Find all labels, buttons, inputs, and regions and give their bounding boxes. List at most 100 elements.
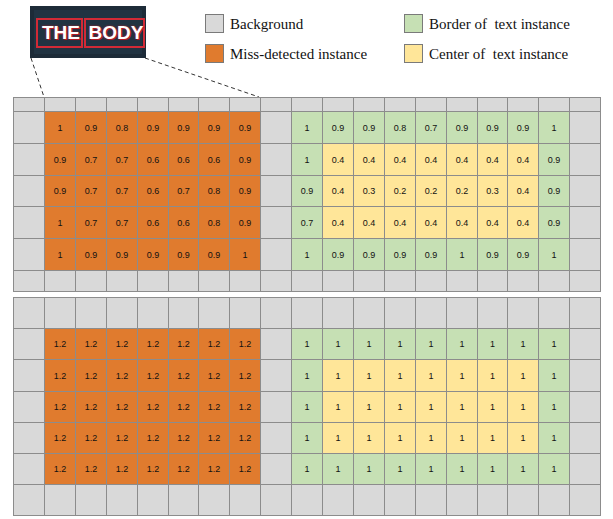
background-cell xyxy=(569,359,601,392)
cell-value: 0.4 xyxy=(456,218,469,228)
value-cell: 0.7 xyxy=(291,206,323,239)
background-cell xyxy=(13,206,45,239)
value-cell: 1.2 xyxy=(168,453,199,485)
background-cell xyxy=(569,297,601,329)
cell-value: 0.4 xyxy=(363,218,376,228)
legend-swatch xyxy=(404,14,423,33)
value-cell: 0.7 xyxy=(106,175,138,207)
value-cell: 1 xyxy=(446,453,478,485)
text-box xyxy=(37,19,82,47)
cell-value: 0.9 xyxy=(116,250,129,260)
value-cell: 0.2 xyxy=(384,175,416,207)
background-cell xyxy=(13,391,45,423)
value-cell: 1.2 xyxy=(44,453,76,485)
value-cell: 1 xyxy=(44,206,76,239)
background-cell xyxy=(229,97,261,112)
background-cell xyxy=(198,297,230,329)
cell-value: 0.9 xyxy=(301,186,314,196)
cell-value: 0.9 xyxy=(517,250,530,260)
cell-value: 0.9 xyxy=(548,155,561,165)
cell-value: 1.2 xyxy=(147,433,160,443)
value-cell: 1 xyxy=(44,111,76,144)
cell-value: 0.3 xyxy=(486,186,499,196)
cell-value: 1.2 xyxy=(177,464,190,474)
cell-value: 0.9 xyxy=(147,250,160,260)
cell-value: 1.2 xyxy=(239,433,252,443)
cell-value: 0.4 xyxy=(394,218,407,228)
cell-value: 1 xyxy=(242,250,247,260)
cell-value: 0.9 xyxy=(548,186,561,196)
value-cell: 0.9 xyxy=(168,238,199,271)
cell-value: 0.7 xyxy=(116,218,129,228)
cell-value: 1.2 xyxy=(116,402,129,412)
value-cell: 1.2 xyxy=(44,391,76,423)
value-cell: 1 xyxy=(538,453,570,485)
value-cell: 0.4 xyxy=(322,175,354,207)
value-cell: 1.2 xyxy=(75,359,107,392)
cell-value: 1 xyxy=(428,371,433,381)
cell-value: 0.8 xyxy=(208,218,221,228)
cell-value: 1 xyxy=(490,464,495,474)
value-cell: 0.8 xyxy=(384,111,416,144)
cell-value: 1 xyxy=(551,371,556,381)
background-cell xyxy=(198,484,230,516)
value-cell: 1 xyxy=(507,422,539,454)
value-cell: 0.4 xyxy=(353,143,385,176)
cell-value: 1.2 xyxy=(147,339,160,349)
cell-value: 0.2 xyxy=(394,186,407,196)
background-cell xyxy=(137,270,169,292)
zoom-line xyxy=(145,58,259,97)
cell-value: 0.6 xyxy=(177,218,190,228)
cell-value: 0.4 xyxy=(332,186,345,196)
cell-value: 1 xyxy=(490,371,495,381)
background-cell xyxy=(13,328,45,360)
value-cell: 0.6 xyxy=(137,206,169,239)
background-cell xyxy=(44,270,76,292)
cell-value: 1 xyxy=(520,402,525,412)
text-box xyxy=(85,19,144,47)
background-cell xyxy=(44,484,76,516)
cell-value: 1 xyxy=(428,402,433,412)
cell-value: 0.4 xyxy=(363,155,376,165)
cell-value: 1.2 xyxy=(54,402,67,412)
background-cell xyxy=(415,297,447,329)
background-cell xyxy=(260,422,292,454)
value-cell: 0.7 xyxy=(75,175,107,207)
value-cell: 1.2 xyxy=(106,453,138,485)
value-cell: 1.2 xyxy=(75,453,107,485)
background-cell xyxy=(538,97,570,112)
cell-value: 1 xyxy=(490,339,495,349)
value-cell: 1 xyxy=(538,238,570,271)
value-cell: 0.7 xyxy=(75,206,107,239)
value-cell: 1.2 xyxy=(106,391,138,423)
background-cell xyxy=(260,175,292,207)
value-cell: 0.6 xyxy=(137,143,169,176)
value-cell: 1 xyxy=(384,328,416,360)
value-cell: 1 xyxy=(538,422,570,454)
cell-value: 0.9 xyxy=(54,186,67,196)
cell-value: 1 xyxy=(551,433,556,443)
cell-value: 0.4 xyxy=(486,155,499,165)
cell-value: 1 xyxy=(520,339,525,349)
background-cell xyxy=(446,484,478,516)
value-cell: 1.2 xyxy=(137,328,169,360)
legend-text: Center of text instance xyxy=(429,45,568,63)
background-cell xyxy=(569,97,601,112)
background-cell xyxy=(260,328,292,360)
value-cell: 1 xyxy=(415,359,447,392)
cell-value: 0.9 xyxy=(239,123,252,133)
value-cell: 1 xyxy=(538,328,570,360)
value-cell: 0.9 xyxy=(507,238,539,271)
legend-text: Miss-detected instance xyxy=(230,45,367,63)
cell-value: 1.2 xyxy=(85,339,98,349)
background-cell xyxy=(260,143,292,176)
value-cell: 0.9 xyxy=(415,238,447,271)
cell-value: 1.2 xyxy=(177,402,190,412)
value-cell: 0.8 xyxy=(198,175,230,207)
background-cell xyxy=(75,97,107,112)
value-cell: 0.4 xyxy=(507,175,539,207)
value-cell: 0.9 xyxy=(198,111,230,144)
cell-value: 0.8 xyxy=(116,123,129,133)
value-cell: 1.2 xyxy=(106,422,138,454)
cell-value: 0.8 xyxy=(208,186,221,196)
